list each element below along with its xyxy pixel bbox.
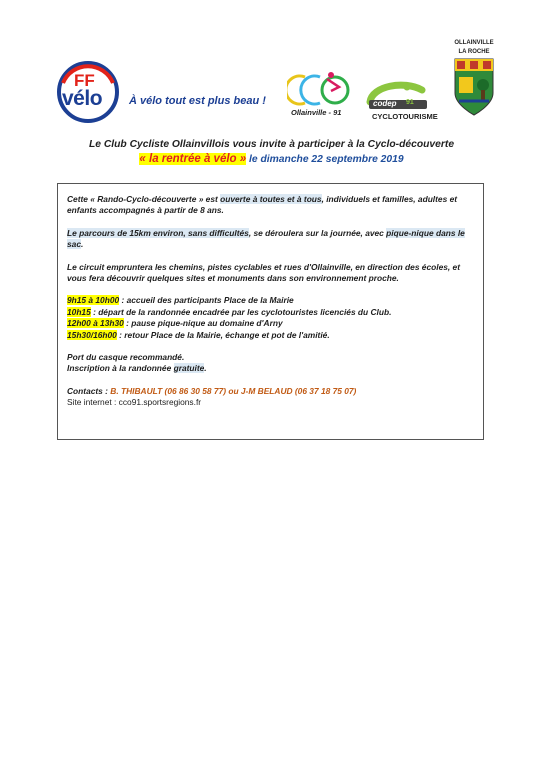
codep-caption: CYCLOTOURISME (372, 112, 438, 121)
ffvelo-logo: FF vélo (57, 61, 119, 123)
ffvelo-tagline: À vélo tout est plus beau ! (129, 95, 266, 107)
town-crest-line1: OLLAINVILLE (454, 40, 494, 46)
intro-line: Le Club Cycliste Ollainvillois vous invi… (88, 139, 455, 150)
club-logo-caption: Ollainville - 91 (291, 108, 342, 117)
schedule-text: : départ de la randonnée encadrée par le… (90, 306, 392, 317)
ffvelo-logo-bottom: vélo (62, 87, 103, 110)
inscription-highlight: gratuite (173, 363, 205, 374)
p2-highlight: Le parcours de 15km environ, sans diffic… (67, 227, 249, 238)
p2-text-a: , se déroulera sur la journée, avec (248, 227, 387, 238)
p1-text-b: , individuels et familles, adultes et en… (67, 194, 458, 216)
schedule-text: : accueil des participants Place de la M… (119, 295, 294, 306)
schedule-time: 9h15 à 10h00 (67, 295, 120, 306)
club-rings-icon (284, 72, 350, 106)
schedule-time: 12h00 à 13h30 (67, 318, 124, 329)
contacts: Contacts : B. THIBAULT (06 86 30 58 77) … (67, 386, 474, 397)
inscription-end: . (204, 363, 207, 374)
event-line: « la rentrée à vélo » le dimanche 22 sep… (0, 153, 543, 165)
codep-cyclist-icon (366, 81, 427, 109)
event-title: « la rentrée à vélo » (139, 153, 247, 165)
schedule-item: 12h00 à 13h30 : pause pique-nique au dom… (67, 318, 474, 329)
contacts-label: Contacts : (67, 385, 111, 396)
town-shield-icon (454, 58, 494, 116)
p1-text-a: Cette « Rando-Cyclo-découverte » est (67, 194, 221, 204)
info-box: Cette « Rando-Cyclo-découverte » est ouv… (57, 183, 484, 440)
ffvelo-logo-top: FF (74, 71, 95, 90)
schedule-text: : retour Place de la Mairie, échange et … (116, 329, 330, 340)
contacts-text: B. THIBAULT (06 86 30 58 77) ou J-M BELA… (110, 385, 357, 396)
schedule-time: 15h30/16h00 (67, 329, 117, 340)
schedule-item: 15h30/16h00 : retour Place de la Mairie,… (67, 329, 474, 341)
ffvelo-emblem-icon (57, 61, 119, 123)
schedule-item: 10h15 : départ de la randonnée encadrée … (67, 306, 474, 318)
paragraph-circuit: Le circuit empruntera les chemins, piste… (67, 261, 460, 284)
event-date: le dimanche 22 septembre 2019 (249, 154, 404, 165)
club-logo: Ollainville - 91 (284, 67, 353, 119)
paragraph-open: Cette « Rando-Cyclo-découverte » est ouv… (67, 194, 474, 217)
codep-logo: codep 91 CYCLOTOURISME (364, 80, 438, 121)
codep-number: 91 (406, 99, 414, 106)
schedule-time: 10h15 (67, 306, 91, 317)
town-crest: OLLAINVILLE LA ROCHE (451, 40, 497, 122)
p1-highlight: ouverte à toutes et à tous (220, 194, 322, 204)
schedule-item: 9h15 à 10h00 : accueil des participants … (67, 295, 474, 306)
inscription-text: Inscription à la randonnée (67, 363, 174, 374)
website: Site internet : cco91.sportsregions.fr (67, 397, 202, 408)
codep-name: codep (373, 99, 397, 108)
schedule-text: : pause pique-nique au domaine d'Arny (123, 318, 283, 329)
schedule: 9h15 à 10h00 : accueil des participants … (67, 295, 474, 341)
helmet-note: Port du casque recommandé. (67, 352, 185, 363)
paragraph-route: Le parcours de 15km environ, sans diffic… (67, 227, 474, 251)
inscription-note: Inscription à la randonnée gratuite. (67, 363, 474, 374)
town-crest-line2: LA ROCHE (458, 49, 490, 55)
p2-text-b: . (80, 239, 84, 250)
